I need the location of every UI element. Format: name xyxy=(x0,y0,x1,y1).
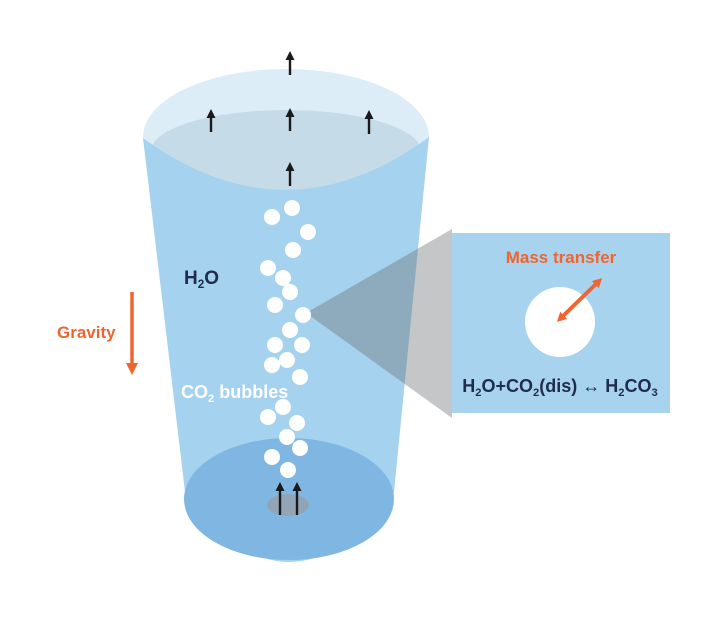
glass xyxy=(143,69,429,562)
bubble xyxy=(279,352,295,368)
gravity-annotation: Gravity xyxy=(57,292,138,375)
bubble xyxy=(294,337,310,353)
gas-flux-arrows xyxy=(206,51,374,515)
mass-transfer-arrow xyxy=(556,278,603,322)
bubble xyxy=(264,357,280,373)
bubble xyxy=(267,337,283,353)
bubble xyxy=(285,242,301,258)
h2o-label: H2O xyxy=(184,268,219,291)
bubble xyxy=(275,399,291,415)
bubble xyxy=(264,449,280,465)
bubble xyxy=(292,369,308,385)
bubble xyxy=(280,462,296,478)
bubble xyxy=(284,200,300,216)
bubble xyxy=(300,224,316,240)
co2-bubbles xyxy=(260,200,316,478)
bubble xyxy=(260,409,276,425)
bubble xyxy=(282,284,298,300)
nucleation-site xyxy=(267,494,309,516)
bubble xyxy=(260,260,276,276)
mass-transfer-label: Mass transfer xyxy=(506,248,617,267)
gravity-label: Gravity xyxy=(57,323,116,342)
mass-transfer-panel: Mass transfer H2O+CO2(dis) ↔ H2CO3 xyxy=(452,233,670,413)
bubble xyxy=(292,440,308,456)
bubble xyxy=(289,415,305,431)
co2-bubbles-label: CO2 bubbles xyxy=(181,382,288,405)
water-surface xyxy=(151,110,421,192)
bubble xyxy=(267,297,283,313)
equilibrium-equation: H2O+CO2(dis) ↔ H2CO3 xyxy=(462,376,657,399)
callout-wedge xyxy=(306,229,452,418)
bubble xyxy=(275,270,291,286)
bubble xyxy=(282,322,298,338)
bubble xyxy=(264,209,280,225)
bubble xyxy=(295,307,311,323)
bubble xyxy=(279,429,295,445)
